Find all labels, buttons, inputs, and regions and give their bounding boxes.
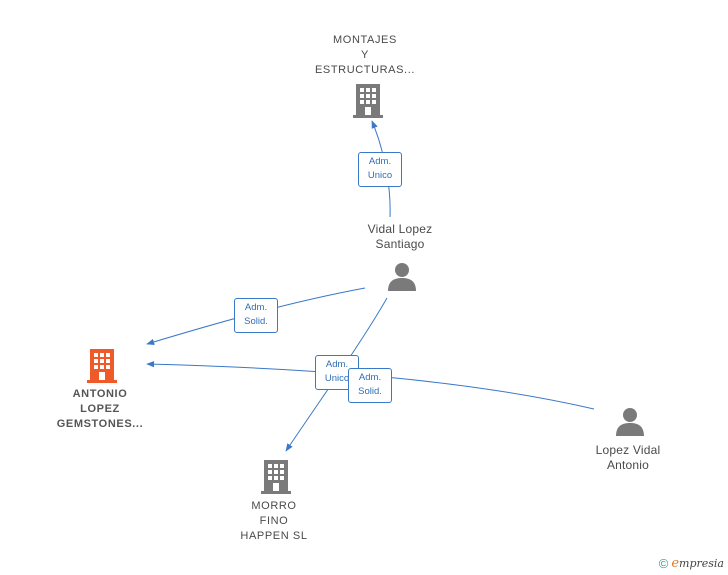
edge-badge-line: Unico xyxy=(324,373,350,384)
building-icon[interactable] xyxy=(352,83,384,119)
edge-badge-line: Adm. xyxy=(244,302,268,313)
brand-logo[interactable]: empresia xyxy=(671,556,724,571)
building-icon[interactable] xyxy=(260,459,292,495)
brand-footer: © empresia xyxy=(659,556,724,571)
brand-name: mpresia xyxy=(679,557,724,570)
node-label-line: ANTONIO xyxy=(72,388,128,400)
node-label-antonio[interactable]: ANTONIO LOPEZ GEMSTONES... xyxy=(40,387,160,432)
node-label-line: Santiago xyxy=(375,237,425,251)
node-label-line: FINO xyxy=(259,515,289,527)
copyright-icon: © xyxy=(658,556,669,571)
node-label-line: Antonio xyxy=(606,458,650,472)
brand-initial: e xyxy=(671,556,680,571)
edge-badge-adm-solid[interactable]: Adm. Solid. xyxy=(234,298,278,333)
node-label-line: MORRO xyxy=(251,500,297,512)
node-label-lopez[interactable]: Lopez Vidal Antonio xyxy=(568,443,688,473)
node-label-line: Vidal Lopez xyxy=(367,222,433,236)
edge-badge-line: Solid. xyxy=(244,316,268,327)
node-label-line: GEMSTONES... xyxy=(56,418,144,430)
node-label-morro[interactable]: MORRO FINO HAPPEN SL xyxy=(214,499,334,544)
node-label-line: LOPEZ xyxy=(80,403,120,415)
node-label-line: MONTAJES xyxy=(333,34,397,46)
edge-badge-line: Adm. xyxy=(368,156,392,167)
edge-badge-line: Adm. xyxy=(325,359,349,370)
node-label-line: HAPPEN SL xyxy=(240,530,308,542)
person-icon[interactable] xyxy=(615,407,645,437)
node-label-montajes[interactable]: MONTAJES Y ESTRUCTURAS... xyxy=(305,33,425,78)
node-label-line: Lopez Vidal xyxy=(595,443,661,457)
node-label-line: Y xyxy=(361,49,369,61)
node-label-line: ESTRUCTURAS... xyxy=(314,64,416,76)
building-icon[interactable] xyxy=(86,348,118,384)
edge-badge-adm-solid[interactable]: Adm. Solid. xyxy=(348,368,392,403)
edge-badge-adm-unico[interactable]: Adm. Unico xyxy=(358,152,402,187)
edge-badge-line: Adm. xyxy=(358,372,382,383)
edge-badge-line: Solid. xyxy=(358,386,382,397)
edge-badge-line: Unico xyxy=(367,170,393,181)
person-icon[interactable] xyxy=(387,262,417,292)
node-label-vidal[interactable]: Vidal Lopez Santiago xyxy=(340,222,460,252)
